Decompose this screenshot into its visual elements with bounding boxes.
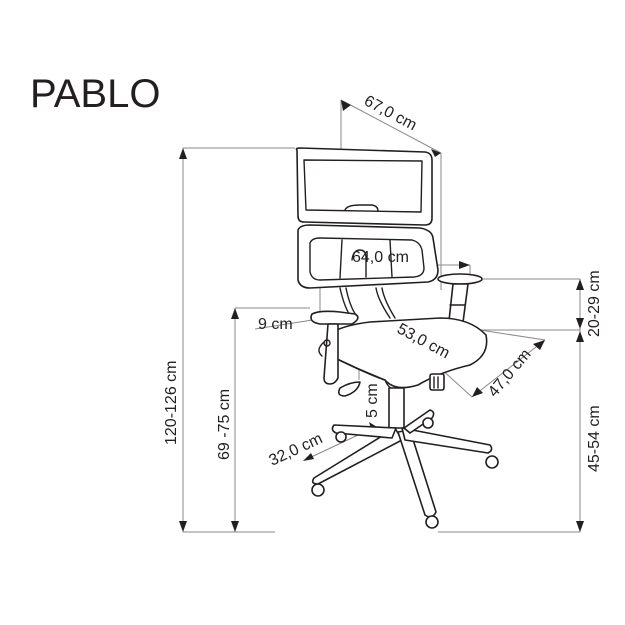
label-base-leg: 32,0 cm bbox=[267, 430, 326, 469]
label-seat-height: 45-54 cm bbox=[586, 405, 603, 472]
label-backrest-height: 20-29 cm bbox=[586, 270, 603, 337]
chair-illustration bbox=[295, 147, 499, 529]
label-seat-thickness: 5 cm bbox=[364, 383, 381, 418]
label-total-height: 120-126 cm bbox=[163, 361, 180, 446]
label-width: 64,0 cm bbox=[352, 249, 409, 266]
dimension-lines bbox=[182, 99, 581, 533]
label-armrest-height: 69 -75 cm bbox=[216, 389, 233, 460]
product-title: PABLO bbox=[30, 72, 161, 116]
label-armrest-width: 9 cm bbox=[258, 316, 293, 333]
label-seat-depth: 47,0 cm bbox=[485, 346, 535, 401]
label-depth: 67,0 cm bbox=[361, 93, 419, 135]
